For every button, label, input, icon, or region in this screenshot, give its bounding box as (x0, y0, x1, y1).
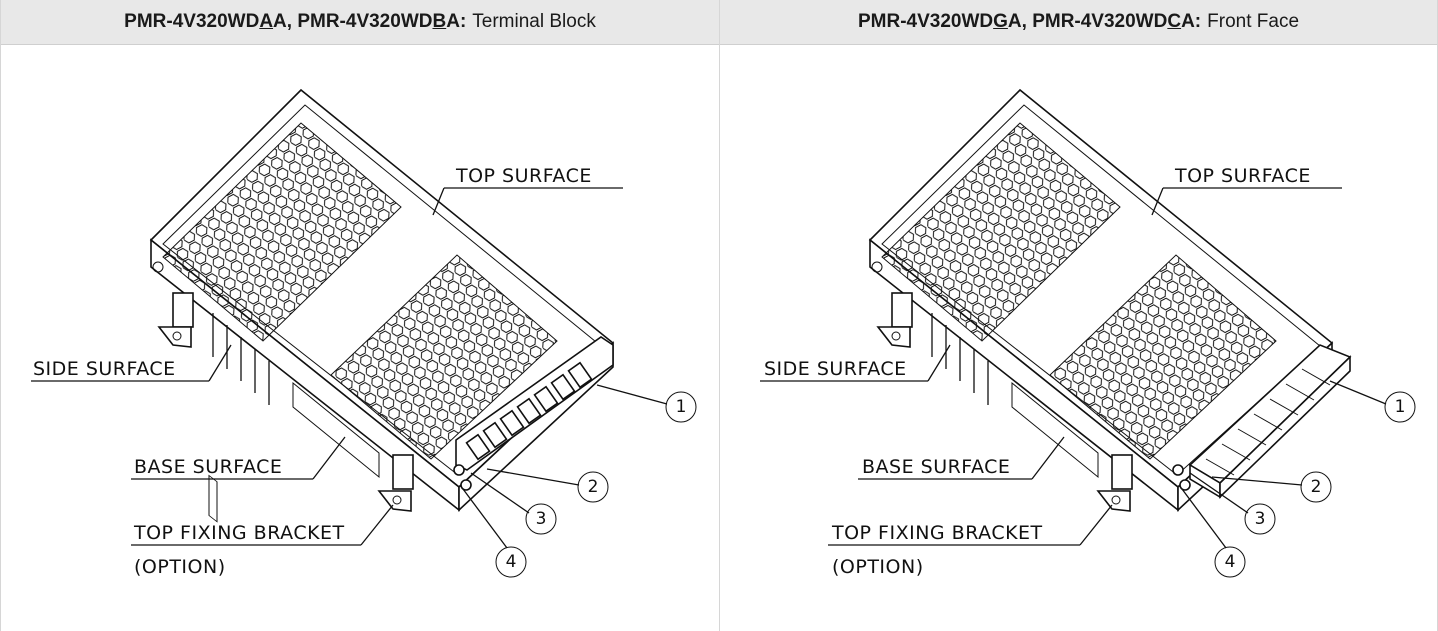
callout-3: 3 (470, 472, 557, 535)
side-slots (208, 313, 380, 523)
callout-3: 3 (1189, 472, 1276, 535)
svg-text:TOP SURFACE: TOP SURFACE (455, 165, 592, 187)
panel-header: PMR-4V320WDAA, PMR-4V320WDBA:Terminal Bl… (1, 0, 719, 45)
panel-front-face: PMR-4V320WDGA, PMR-4V320WDCA:Front Face (720, 0, 1438, 631)
callout-4: 4 (462, 488, 527, 578)
svg-text:3: 3 (1255, 509, 1266, 529)
model-b-variant: B (432, 11, 447, 32)
svg-text:(OPTION): (OPTION) (134, 556, 226, 578)
terminal-block[interactable] (453, 336, 614, 491)
vent-grille (162, 122, 558, 460)
svg-text:2: 2 (588, 477, 599, 497)
vent-grille (881, 122, 1277, 460)
label-base-surface: BASE SURFACE (131, 436, 346, 480)
svg-text:1: 1 (1395, 397, 1406, 417)
svg-text:SIDE SURFACE: SIDE SURFACE (764, 358, 907, 380)
model-b-suffix: A: (446, 11, 467, 32)
model-b-prefix: PMR-4V320WD (297, 11, 433, 32)
svg-text:4: 4 (1225, 552, 1236, 572)
callout-2: 2 (486, 468, 609, 503)
psu-drawing-terminal-block: TOP SURFACE SIDE SURFACE BASE SURFACE TO… (31, 88, 697, 578)
fixing-brackets (152, 261, 414, 512)
label-base-surface: BASE SURFACE (858, 436, 1065, 480)
svg-text:3: 3 (536, 509, 547, 529)
panel-header: PMR-4V320WDGA, PMR-4V320WDCA:Front Face (720, 0, 1437, 45)
svg-text:1: 1 (676, 397, 687, 417)
model-b-variant: C (1167, 11, 1182, 32)
side-slots (931, 313, 1099, 479)
svg-text:4: 4 (506, 552, 517, 572)
callout-4: 4 (1181, 488, 1246, 578)
model-a-variant: A (259, 11, 274, 32)
panel-terminal-block: PMR-4V320WDAA, PMR-4V320WDBA:Terminal Bl… (0, 0, 720, 631)
fixing-brackets (871, 261, 1133, 512)
svg-text:TOP SURFACE: TOP SURFACE (1174, 165, 1311, 187)
svg-text:TOP FIXING BRACKET: TOP FIXING BRACKET (133, 522, 345, 544)
model-a-suffix: A, (1007, 11, 1027, 32)
svg-text:2: 2 (1311, 477, 1322, 497)
svg-text:SIDE SURFACE: SIDE SURFACE (33, 358, 176, 380)
model-a-variant: G (993, 11, 1008, 32)
panel-description: Terminal Block (472, 11, 596, 32)
model-a-prefix: PMR-4V320WD (857, 11, 994, 32)
front-face-terminal[interactable] (1172, 344, 1352, 499)
panel-description: Front Face (1207, 11, 1300, 32)
model-b-suffix: A: (1181, 11, 1202, 32)
callout-1: 1 (596, 384, 697, 423)
psu-drawing-front-face: TOP SURFACE SIDE SURFACE BASE SURFACE TO… (760, 88, 1416, 578)
label-top-surface: TOP SURFACE (1151, 165, 1342, 216)
model-a-prefix: PMR-4V320WD (124, 11, 260, 32)
callout-2: 2 (1211, 471, 1332, 503)
model-a-suffix: A, (273, 11, 293, 32)
svg-text:BASE SURFACE: BASE SURFACE (134, 456, 282, 478)
svg-text:TOP FIXING BRACKET: TOP FIXING BRACKET (831, 522, 1043, 544)
label-top-fixing-bracket: TOP FIXING BRACKET (OPTION) (131, 504, 394, 578)
svg-text:BASE SURFACE: BASE SURFACE (862, 456, 1010, 478)
label-side-surface: SIDE SURFACE (31, 344, 232, 382)
label-side-surface: SIDE SURFACE (760, 344, 951, 382)
model-b-prefix: PMR-4V320WD (1032, 11, 1168, 32)
svg-text:(OPTION): (OPTION) (832, 556, 924, 578)
label-top-fixing-bracket: TOP FIXING BRACKET (OPTION) (828, 504, 1113, 578)
callout-1: 1 (1329, 380, 1416, 423)
label-top-surface: TOP SURFACE (432, 165, 623, 216)
